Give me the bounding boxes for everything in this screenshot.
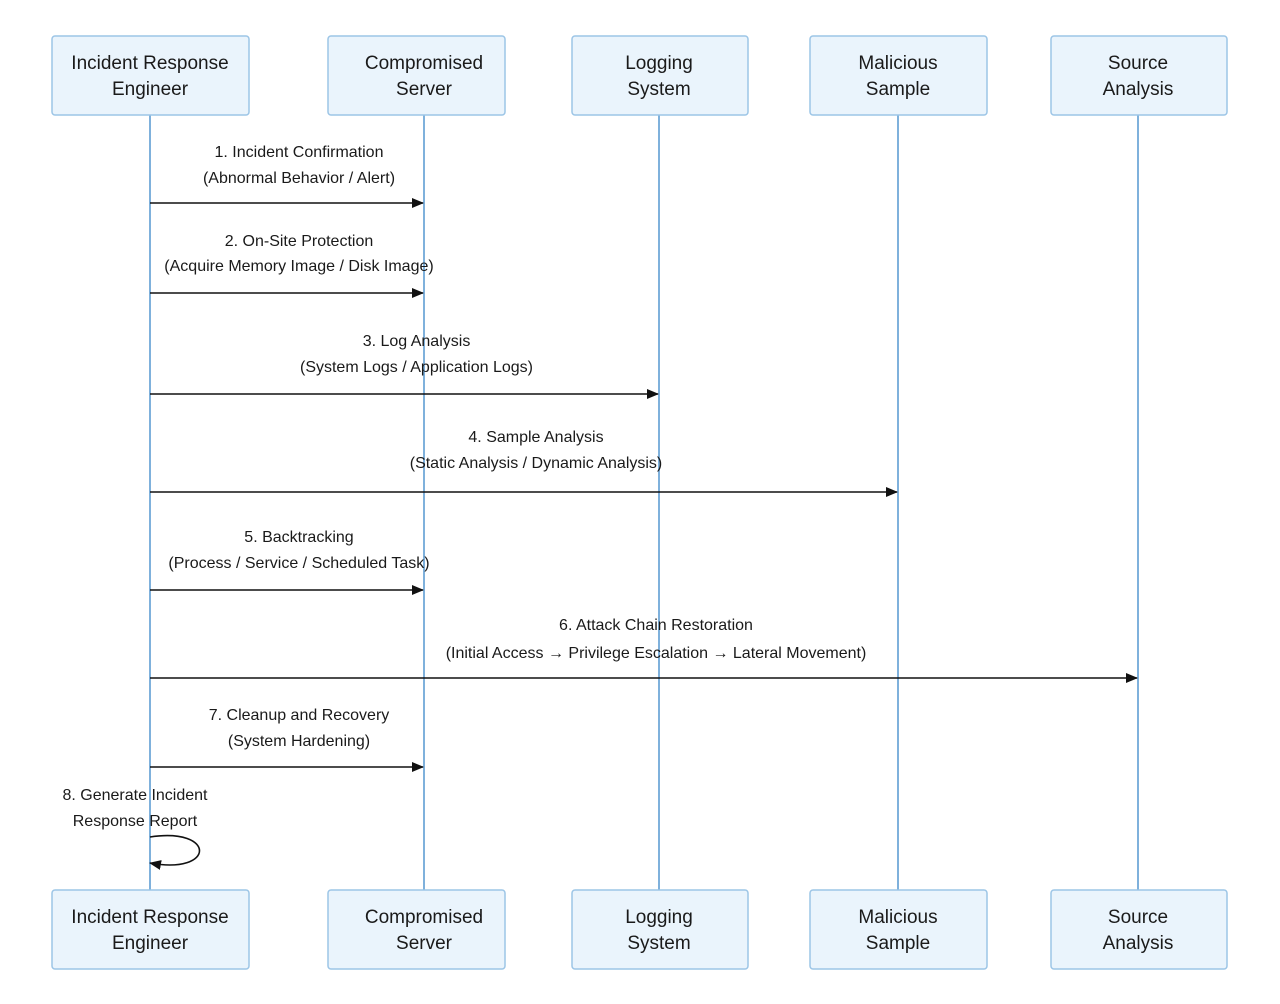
message-label: 4. Sample Analysis [468,429,603,446]
message-6: 6. Attack Chain Restoration (Initial Acce… [150,617,1138,683]
message-1: 1. Incident Confirmation (Abnormal Behavi… [150,144,424,208]
message-4: 4. Sample Analysis (Static Analysis / Dyn… [150,429,898,497]
participant-label: Compromised [365,907,483,928]
participant-label: System [627,933,690,954]
message-label: (Process / Service / Scheduled Task) [168,555,429,572]
participant-box [809,35,988,116]
participant-box [51,35,250,116]
participant-box [327,35,506,116]
message-label: 1. Incident Confirmation [215,144,384,161]
participant-label: Incident Response [71,53,228,74]
participant-label: Source [1108,53,1168,74]
message-3: 3. Log Analysis (System Logs / Applicatio… [150,333,659,399]
message-label: 5. Backtracking [244,529,353,546]
message-label: Response Report [73,813,198,830]
participant-label: Engineer [112,79,189,100]
participant-label: Server [396,933,453,954]
participant-label: Server [396,79,453,100]
message-label: (Acquire Memory Image / Disk Image) [164,258,433,275]
participant-label: Logging [625,907,693,928]
message-label: (Static Analysis / Dynamic Analysis) [410,455,663,472]
participant-label: Source [1108,907,1168,928]
message-label: 8. Generate Incident [63,787,209,804]
message-label: 3. Log Analysis [363,333,471,350]
participant-label: Analysis [1103,79,1174,100]
message-2: 2. On-Site Protection (Acquire Memory Ima… [150,233,434,298]
message-label: (System Logs / Application Logs) [300,359,533,376]
message-7: 7. Cleanup and Recovery (System Hardening… [150,707,424,772]
message-label: (Initial Access → Privilege Escalation →… [446,645,867,662]
participant-box [327,889,506,970]
participant-box [571,889,749,970]
message-label: 2. On-Site Protection [225,233,374,250]
participant-box [571,35,749,116]
message-5: 5. Backtracking (Process / Service / Sche… [150,529,430,595]
participant-label: Sample [866,933,930,954]
participant-label: System [627,79,690,100]
message-label: (System Hardening) [228,733,370,750]
message-label: 7. Cleanup and Recovery [209,707,390,724]
participant-label: Sample [866,79,930,100]
message-label: (Abnormal Behavior / Alert) [203,170,395,187]
participant-box [809,889,988,970]
message-label: 6. Attack Chain Restoration [559,617,753,634]
participant-label: Compromised [365,53,483,74]
participant-label: Incident Response [71,907,228,928]
participant-label: Malicious [858,53,937,74]
participant-label: Analysis [1103,933,1174,954]
participant-box [1050,889,1228,970]
participant-box [1050,35,1228,116]
participant-label: Engineer [112,933,189,954]
participant-label: Logging [625,53,693,74]
participant-box [51,889,250,970]
self-message-arrow [149,834,201,870]
participant-label: Malicious [858,907,937,928]
